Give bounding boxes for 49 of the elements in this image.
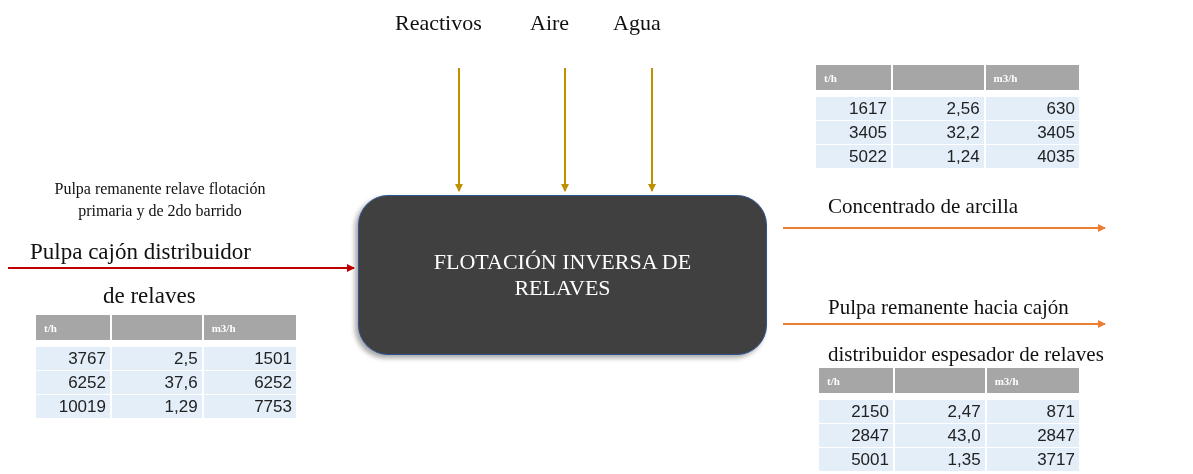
arrow [7, 264, 355, 272]
arrow [561, 67, 569, 192]
table-cell: 1,29 [111, 395, 202, 418]
table-cell: 3405 [816, 121, 891, 144]
table-cell: 32,2 [892, 121, 984, 144]
table-cell: 2847 [819, 424, 893, 447]
table-cell: 3717 [986, 448, 1079, 471]
input-label: Agua [613, 10, 661, 36]
arrow [455, 67, 463, 192]
table-cell: 43,0 [894, 424, 985, 447]
table-cell: 1,24 [892, 145, 984, 168]
stream-label: Pulpa remanente hacia cajón [828, 294, 1069, 321]
stream-label: distribuidor espesador de relaves [828, 341, 1104, 368]
stream-label: Pulpa cajón distribuidor [30, 238, 252, 266]
table-cell: 871 [986, 400, 1079, 423]
table-cell: 10019 [36, 395, 110, 418]
stream-label: Pulpa remanente relave flotación primaria y de 2do barrido [53, 179, 267, 222]
input-label: Reactivos [395, 10, 482, 36]
table-cell: 1501 [203, 347, 296, 370]
table-cell: 6252 [203, 371, 296, 394]
process-box: FLOTACIÓN INVERSA DE RELAVES [358, 195, 767, 355]
table-cell: 6252 [36, 371, 110, 394]
arrow [782, 320, 1106, 328]
table-cell: 2,47 [894, 400, 985, 423]
table-header-cell: t/h [816, 65, 891, 90]
table-header-cell: m3/h [203, 315, 296, 340]
table-cell: 5001 [819, 448, 893, 471]
table-cell: 2150 [819, 400, 893, 423]
table-cell: 37,6 [111, 371, 202, 394]
input-label: Aire [530, 10, 570, 36]
table-cell: 630 [985, 97, 1079, 120]
stream-label: Concentrado de arcilla [828, 193, 1019, 220]
table-cell: 3405 [985, 121, 1079, 144]
table-header-cell: m3/h [986, 368, 1079, 393]
stream-label: de relaves [103, 282, 196, 310]
table-header-cell: t/h [36, 315, 110, 340]
table-cell: 7753 [203, 395, 296, 418]
table-cell: 2,5 [111, 347, 202, 370]
table-cell: 5022 [816, 145, 891, 168]
arrow [648, 67, 656, 192]
table-cell: 1,35 [894, 448, 985, 471]
table-header-cell: m3/h [985, 65, 1079, 90]
table-header-cell: t/h [819, 368, 893, 393]
table-cell: 2847 [986, 424, 1079, 447]
table-cell: 4035 [985, 145, 1079, 168]
table-cell: 2,56 [892, 97, 984, 120]
arrow [782, 224, 1106, 232]
table-cell: 1617 [816, 97, 891, 120]
table-cell: 3767 [36, 347, 110, 370]
